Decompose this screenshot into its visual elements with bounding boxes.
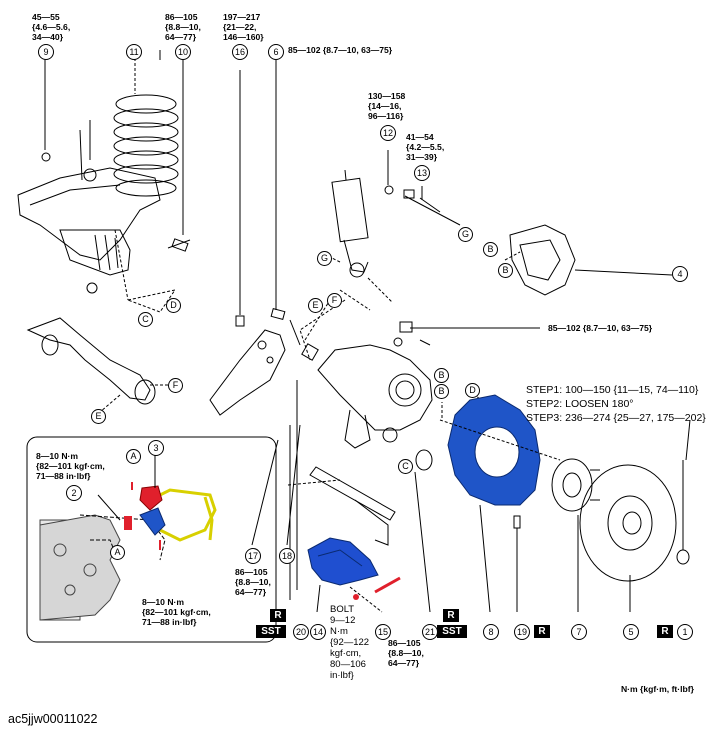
step-2: STEP2: LOOSEN 180° [526, 398, 634, 410]
step-3: STEP3: 236—274 {25—27, 175—202} [526, 412, 706, 424]
badge-sst-17: SST [256, 625, 286, 638]
ref-f: F [168, 378, 183, 393]
units-note: N·m {kgf·m, ft·lbf} [620, 684, 694, 694]
badge-r-19: R [534, 625, 550, 638]
callout-1: 1 [677, 624, 693, 640]
callout-8: 8 [483, 624, 499, 640]
badge-r-17: R [270, 609, 286, 622]
image-id: ac5jjw00011022 [8, 712, 98, 726]
ref-b-caliper-lower: B [498, 263, 513, 278]
callout-4: 4 [672, 266, 688, 282]
bracket [307, 537, 379, 586]
callout-21: 21 [422, 624, 438, 640]
ref-c: C [138, 312, 153, 327]
torque-16: 197—217 {21—22, 146—160} [223, 12, 264, 42]
torque-10: 86—105 {8.8—10, 64—77} [165, 12, 201, 42]
callout-7: 7 [571, 624, 587, 640]
callout-5: 5 [623, 624, 639, 640]
callout-2: 2 [66, 485, 82, 501]
ref-c-bushing: C [398, 459, 413, 474]
ref-b-caliper-upper: B [483, 242, 498, 257]
ref-d: D [166, 298, 181, 313]
ref-e-knuckle: E [308, 298, 323, 313]
callout-9: 9 [38, 44, 54, 60]
torque-12: 130—158 {14—16, 96—116} [368, 91, 406, 121]
ref-a-inset-lower: A [110, 545, 125, 560]
torque-13: 41—54 {4.2—5.5, 31—39} [406, 132, 445, 162]
callout-18: 18 [279, 548, 295, 564]
callout-3: 3 [148, 440, 164, 456]
torque-17: 86—105 {8.8—10, 64—77} [235, 567, 271, 597]
badge-r-1: R [657, 625, 673, 638]
torque-bolt: BOLT 9—12 N·m {92—122 kgf·cm, 80—106 in·… [330, 604, 370, 681]
callout-17: 17 [245, 548, 261, 564]
torque-6: 85—102 {8.7—10, 63—75} [288, 45, 393, 55]
callout-13: 13 [414, 165, 430, 181]
torque-15: 86—105 {8.8—10, 64—77} [388, 638, 424, 668]
callout-6: 6 [268, 44, 284, 60]
ref-e: E [91, 409, 106, 424]
torque-inset-lower: 8—10 N·m {82—101 kgf·cm, 71—88 in·lbf} [142, 597, 211, 627]
step-1: STEP1: 100—150 {11—15, 74—110} [526, 384, 699, 396]
callout-20: 20 [293, 624, 309, 640]
ref-d-shield: D [465, 383, 480, 398]
ref-a-inset-upper: A [126, 449, 141, 464]
callout-11: 11 [126, 44, 142, 60]
torque-inset-upper: 8—10 N·m {82—101 kgf·cm, 71—88 in·lbf} [36, 451, 105, 481]
callout-12: 12 [380, 125, 396, 141]
badge-r-21: R [443, 609, 459, 622]
ref-b-knuckle-lower: B [434, 384, 449, 399]
ref-g-bolt: G [458, 227, 473, 242]
ref-b-knuckle-upper: B [434, 368, 449, 383]
badge-sst-21: SST [437, 625, 467, 638]
callout-15: 15 [375, 624, 391, 640]
callout-14: 14 [310, 624, 326, 640]
callout-16: 16 [232, 44, 248, 60]
callout-10: 10 [175, 44, 191, 60]
callout-19: 19 [514, 624, 530, 640]
ref-f-knuckle: F [327, 293, 342, 308]
torque-caliper-bolt: 85—102 {8.7—10, 63—75} [548, 323, 653, 333]
coil-spring [113, 94, 179, 197]
torque-9: 45—55 {4.6—5.6, 34—40} [32, 12, 71, 42]
ref-g-shock: G [317, 251, 332, 266]
